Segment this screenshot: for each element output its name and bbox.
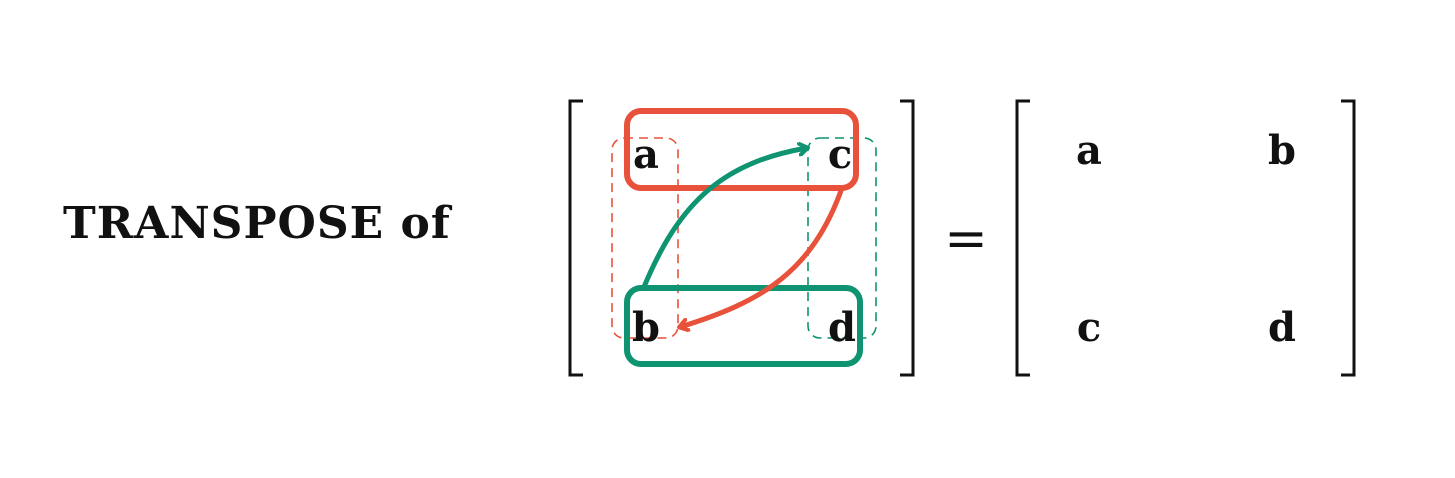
column-1-dashed-capsule	[611, 137, 679, 339]
right-matrix-cell-r1c2: b	[1268, 127, 1296, 174]
right-matrix-right-bracket	[1341, 99, 1356, 377]
left-matrix-cell-d: d	[828, 304, 856, 351]
title-text: TRANSPOSE of	[63, 198, 453, 249]
right-matrix-cell-r2c1: c	[1077, 304, 1101, 351]
column-2-dashed-capsule	[807, 137, 877, 339]
left-matrix-left-bracket	[568, 99, 583, 377]
left-matrix-cell-a: a	[633, 131, 659, 178]
right-matrix-left-bracket	[1015, 99, 1030, 377]
equals-sign: =	[944, 209, 988, 269]
green-swap-arrow	[641, 148, 807, 290]
left-matrix-cell-c: c	[828, 131, 852, 178]
left-matrix-cell-b: b	[632, 304, 660, 351]
right-matrix-cell-r1c1: a	[1076, 127, 1102, 174]
left-matrix-right-bracket	[900, 99, 915, 377]
row-2-capsule	[624, 285, 863, 367]
red-swap-arrow	[680, 185, 845, 327]
right-matrix-cell-r2c2: d	[1268, 304, 1296, 351]
row-1-capsule	[624, 108, 859, 191]
